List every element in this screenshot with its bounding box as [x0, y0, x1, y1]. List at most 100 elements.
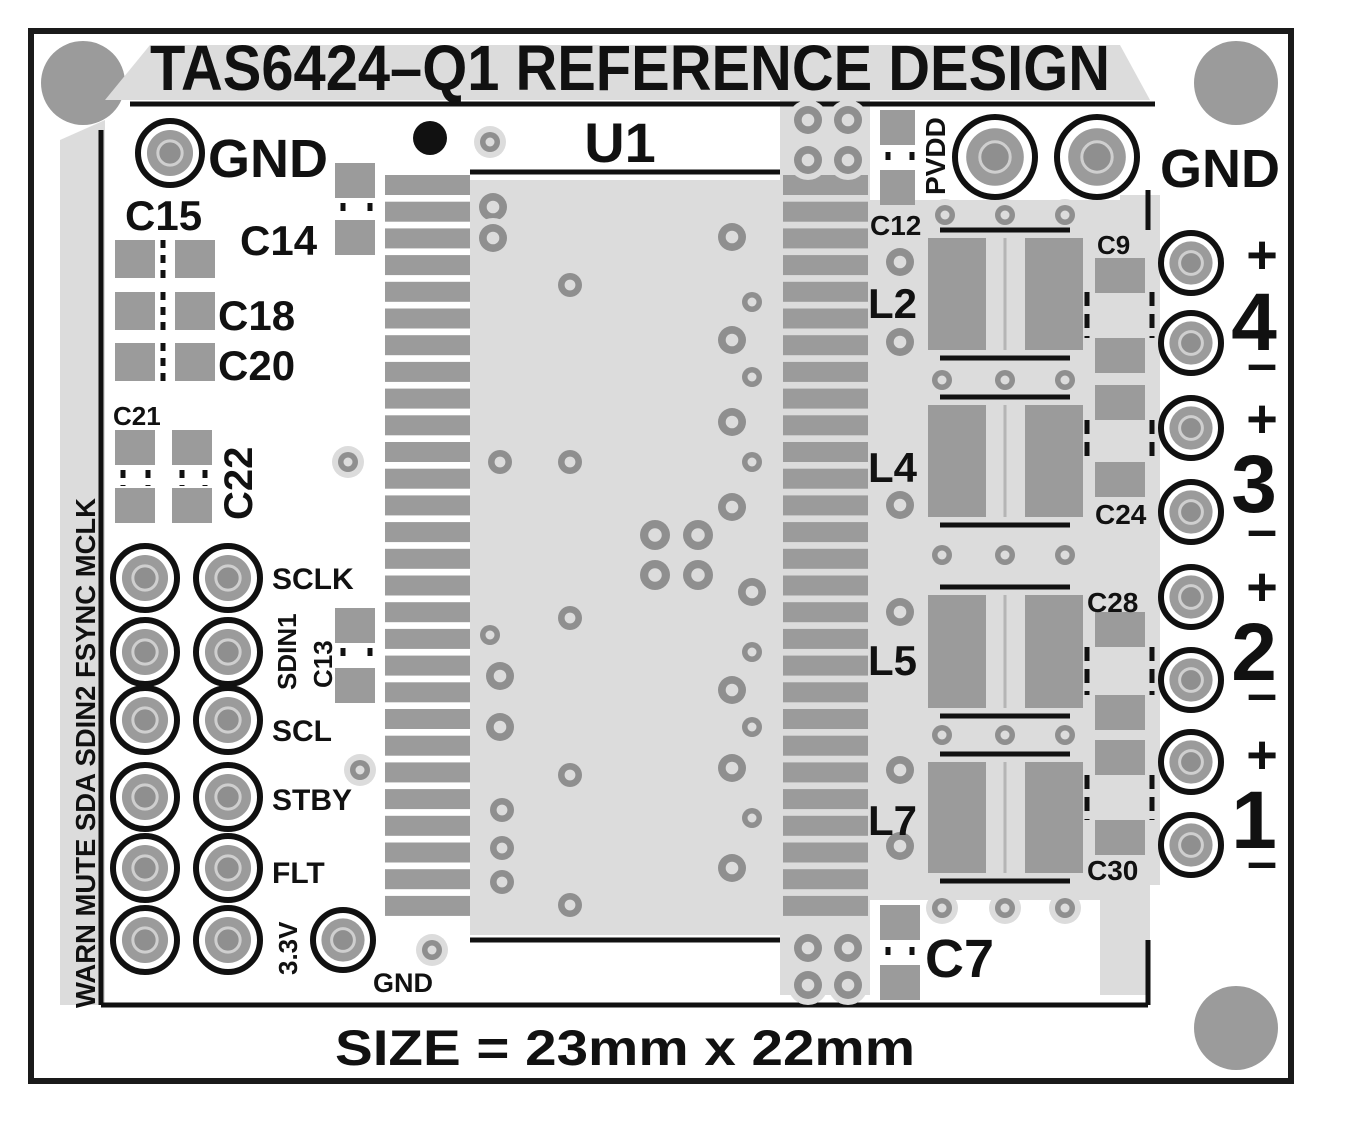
- header-pin-drill: [131, 783, 159, 811]
- via-hole: [486, 231, 500, 245]
- gnd-power-pin-drill: [1080, 140, 1114, 174]
- u1-pads-left: [385, 175, 470, 916]
- via-hole: [564, 279, 576, 291]
- smd-pad: [115, 292, 155, 330]
- via-hole: [564, 612, 576, 624]
- via-hole: [893, 335, 907, 349]
- inductor-pad: [928, 595, 986, 708]
- pin-label-sdin1: SDIN1: [272, 613, 302, 690]
- c14-label: C14: [240, 217, 318, 264]
- via-hole: [485, 630, 495, 640]
- l5-label: L5: [868, 637, 917, 684]
- header-pin-drill: [214, 564, 242, 592]
- u1-pad: [783, 415, 868, 436]
- u1-pad: [385, 468, 470, 489]
- via-hole: [725, 230, 739, 244]
- pvdd-power-pin-drill: [978, 140, 1012, 174]
- output-plus-label: +: [1246, 389, 1278, 449]
- output-pin-drill: [1178, 749, 1204, 775]
- header-pin-drill: [214, 638, 242, 666]
- output-pin-drill: [1178, 330, 1204, 356]
- u1-pad: [783, 522, 868, 543]
- u1-pad: [783, 175, 868, 195]
- output-pin-drill: [1178, 667, 1204, 693]
- u1-pad: [783, 495, 868, 516]
- smd-pad: [175, 343, 215, 381]
- via-hole: [1060, 730, 1070, 740]
- via-hole: [937, 730, 947, 740]
- via-hole: [648, 568, 662, 582]
- output-minus-label: –: [1247, 334, 1277, 394]
- u1-pad: [783, 628, 868, 649]
- u1-pad: [783, 709, 868, 729]
- via-hole: [725, 333, 739, 347]
- via-hole: [841, 113, 855, 127]
- via-hole: [691, 568, 705, 582]
- via-hole: [493, 669, 507, 683]
- via-hole: [343, 457, 353, 467]
- via-hole: [496, 842, 508, 854]
- u1-pad: [385, 815, 470, 836]
- smd-pad: [172, 488, 212, 523]
- u1-pad: [783, 869, 868, 890]
- smd-pad: [1095, 462, 1145, 497]
- via-hole: [1000, 210, 1010, 220]
- output-minus-label: –: [1247, 664, 1277, 724]
- u1-pad: [783, 842, 868, 863]
- u1-pad: [783, 602, 868, 623]
- pin-label-flt: FLT: [272, 857, 325, 890]
- via-hole: [747, 722, 757, 732]
- output-channel-label: 4: [1231, 277, 1277, 368]
- via-hole: [893, 498, 907, 512]
- smd-pad: [1095, 695, 1145, 730]
- u1-pad: [783, 815, 868, 836]
- via-hole: [725, 861, 739, 875]
- u1-pad: [385, 548, 470, 569]
- output-plus-label: +: [1246, 557, 1278, 617]
- output-channel-label: 1: [1231, 775, 1277, 866]
- pin1-marker: [413, 121, 447, 155]
- u1-pad: [783, 655, 868, 676]
- u1-pad: [783, 468, 868, 489]
- board-size-label: SIZE = 23mm x 22mm: [335, 1020, 915, 1076]
- u1-pad: [385, 308, 470, 329]
- via-hole: [747, 647, 757, 657]
- via-hole: [496, 876, 508, 888]
- inductor-pad: [928, 405, 986, 517]
- u1-pad: [783, 682, 868, 703]
- u1-pad: [385, 575, 470, 596]
- c30-label: C30: [1087, 855, 1138, 886]
- via-hole: [691, 528, 705, 542]
- u1-pad: [783, 335, 868, 356]
- vertical-header-labels: WARN MUTE SDA SDIN2 FSYNC MCLK: [70, 498, 101, 1008]
- via-hole: [494, 456, 506, 468]
- gnd-label-top-left: GND: [208, 129, 328, 189]
- smd-pad: [1095, 740, 1145, 775]
- smd-pad: [335, 220, 375, 255]
- output-plus-label: +: [1246, 225, 1278, 285]
- u1-pad: [385, 442, 470, 462]
- u1-pad: [385, 869, 470, 890]
- u1-pad: [783, 255, 868, 276]
- header-pin-drill: [214, 854, 242, 882]
- l4-label: L4: [868, 444, 918, 491]
- u1-pad: [783, 895, 868, 916]
- u1-pad: [783, 388, 868, 409]
- output-pin-drill: [1178, 250, 1204, 276]
- c24-label: C24: [1095, 499, 1147, 530]
- via-hole: [893, 839, 907, 853]
- u1-pad: [783, 548, 868, 569]
- c15-label: C15: [125, 192, 202, 239]
- via-hole: [801, 941, 815, 955]
- mounting-hole-top-left: [41, 41, 125, 125]
- output-plus-label: +: [1246, 725, 1278, 785]
- pin-label-sclk: SCLK: [272, 563, 354, 596]
- u1-outline: [470, 169, 780, 943]
- output-pin-drill: [1178, 499, 1204, 525]
- via-hole: [893, 605, 907, 619]
- via-hole: [801, 113, 815, 127]
- via-hole: [747, 813, 757, 823]
- u1-pad: [385, 522, 470, 543]
- u1-pad: [385, 361, 470, 382]
- u1-pad: [385, 415, 470, 436]
